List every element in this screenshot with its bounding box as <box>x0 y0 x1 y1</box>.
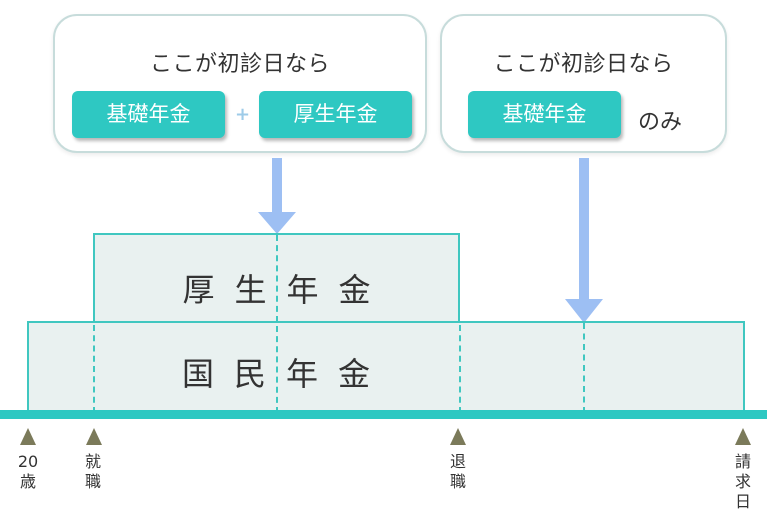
timeline-label-age20: 20歳 <box>17 452 39 491</box>
kokumin-nenkin-band: 国民年金 <box>27 321 745 412</box>
down-arrow-icon <box>565 158 603 323</box>
first-visit-dashed-line-left <box>276 235 278 413</box>
down-arrow-icon <box>258 158 296 234</box>
timeline-axis <box>0 410 767 419</box>
callout-kosei-period: ここが初診日なら 基礎年金 + 厚生年金 <box>53 14 427 153</box>
only-label: のみ <box>638 110 683 135</box>
employment-dashed-line <box>93 325 95 413</box>
callout-heading: ここが初診日なら <box>149 52 330 77</box>
first-visit-dashed-line-right <box>583 323 585 413</box>
tick-marker-icon <box>450 428 466 445</box>
timeline-label-claim-date: 請求日 <box>734 452 751 511</box>
callout-kokumin-only-period: ここが初診日なら 基礎年金 のみ <box>440 14 727 153</box>
pill-kiso-nenkin: 基礎年金 <box>72 91 225 138</box>
tick-marker-icon <box>735 428 751 445</box>
retirement-dashed-line <box>459 325 461 413</box>
pill-kiso-nenkin: 基礎年金 <box>468 91 621 138</box>
tick-marker-icon <box>20 428 36 445</box>
timeline-label-employment: 就職 <box>84 452 101 491</box>
tick-marker-icon <box>86 428 102 445</box>
plus-sign: + <box>235 104 251 125</box>
pill-kosei-nenkin: 厚生年金 <box>259 91 412 138</box>
timeline-label-retirement: 退職 <box>449 452 466 491</box>
callout-heading: ここが初診日なら <box>493 52 674 77</box>
kokumin-nenkin-label: 国民年金 <box>181 355 390 393</box>
